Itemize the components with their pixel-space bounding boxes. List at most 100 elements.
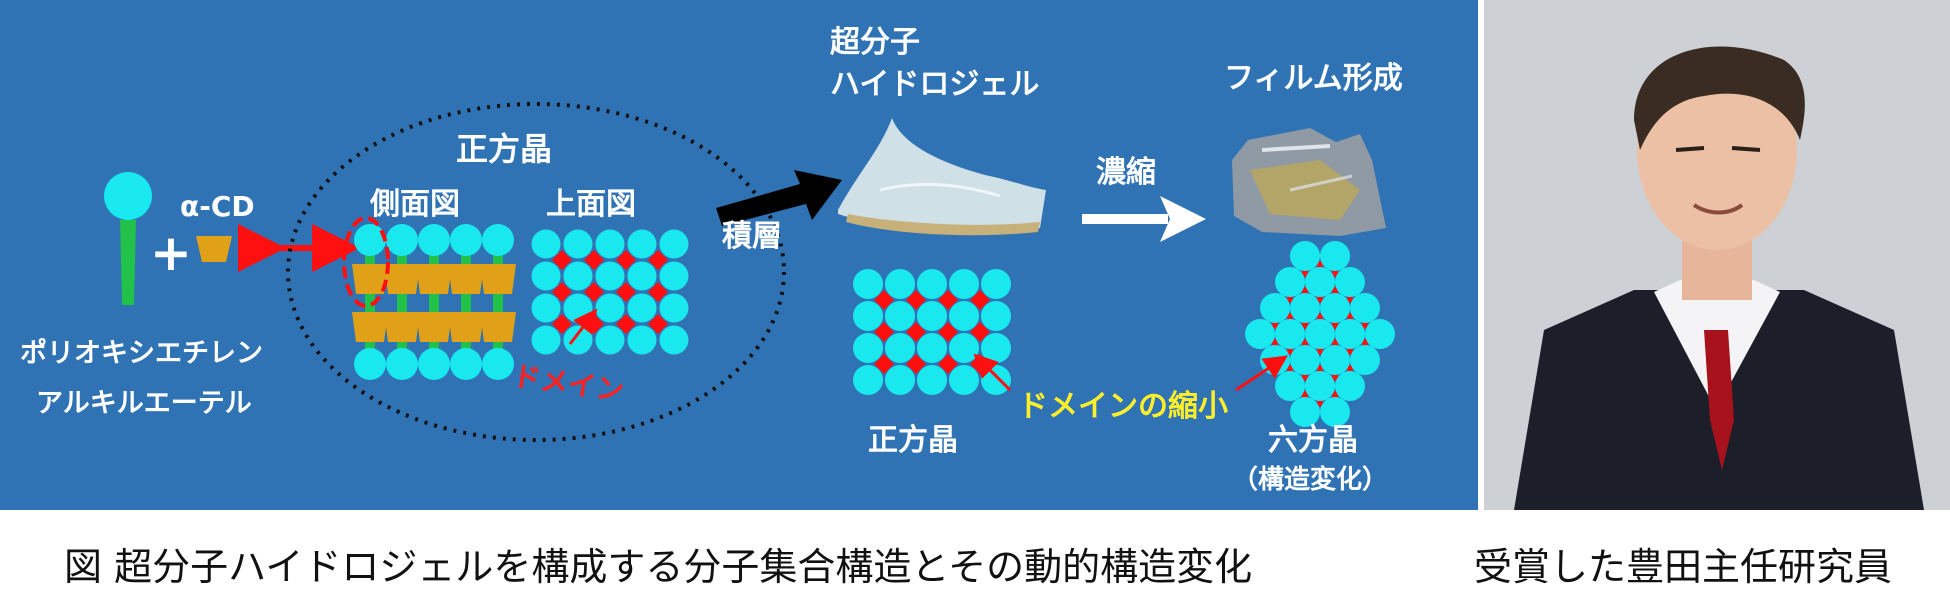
hydrogel-lattice-label: 正方晶 <box>868 423 958 458</box>
bead <box>1245 319 1275 349</box>
shrink-pointer-arrow-left <box>973 353 1012 392</box>
domain-pointer-arrow <box>568 308 598 345</box>
domain-mark <box>552 282 572 302</box>
photo-caption: 受賞した豊田主任研究員 <box>1474 545 1893 589</box>
top-view-lattice <box>531 229 689 355</box>
bead <box>1350 345 1380 375</box>
bead <box>917 333 947 363</box>
bead <box>981 269 1011 299</box>
domain-mark <box>584 282 604 302</box>
bead <box>853 269 883 299</box>
polymer-label-line1: ポリオキシエチレン <box>20 338 263 369</box>
cyclodextrin-icon <box>196 236 232 262</box>
concentrate-arrow-icon <box>1082 196 1206 242</box>
bead <box>531 229 561 259</box>
bead <box>1320 345 1350 375</box>
hydrogel-title-line1: 超分子 <box>830 25 920 60</box>
bead <box>949 269 979 299</box>
portrait-illustration <box>1514 46 1924 510</box>
domain-mark <box>616 250 636 270</box>
bead <box>885 333 915 363</box>
panel-divider <box>1478 0 1484 510</box>
bead <box>1275 267 1305 297</box>
bead <box>949 333 979 363</box>
bead <box>1320 241 1350 271</box>
bead <box>659 229 689 259</box>
domain-shrink-label: ドメインの縮小 <box>1018 389 1228 424</box>
domain-mark <box>616 314 636 334</box>
bead <box>659 325 689 355</box>
bead <box>1305 267 1335 297</box>
bead <box>1290 241 1320 271</box>
bead <box>1275 319 1305 349</box>
bead <box>1260 293 1290 323</box>
shrink-pointer-arrow-right <box>1235 355 1288 392</box>
domain-mark <box>906 290 926 310</box>
hex-lattice-note: （構造変化） <box>1232 464 1388 495</box>
bead <box>853 333 883 363</box>
bead <box>531 293 561 323</box>
bead <box>627 229 657 259</box>
domain-mark <box>648 250 668 270</box>
dotted-group-outline <box>286 102 786 442</box>
bead <box>885 301 915 331</box>
plus-sign: + <box>150 224 192 282</box>
domain-mark <box>874 354 894 374</box>
bead <box>595 261 625 291</box>
film-photo <box>1232 128 1386 236</box>
alpha-cd-label: α-CD <box>180 190 255 223</box>
domain-mark <box>938 354 958 374</box>
domain-mark <box>906 354 926 374</box>
bead <box>1320 293 1350 323</box>
bead <box>531 261 561 291</box>
hex-lattice-label: 六方晶 <box>1268 423 1358 458</box>
hydrogel-lattice <box>853 269 1011 395</box>
domain-mark <box>938 290 958 310</box>
highlight-ring <box>342 216 390 308</box>
bead <box>563 261 593 291</box>
bead <box>917 365 947 395</box>
hexagonal-lattice <box>1245 241 1395 427</box>
bead <box>595 293 625 323</box>
bead <box>981 365 1011 395</box>
hydrogel-title-line2: ハイドロジェル <box>830 67 1039 102</box>
domain-mark <box>970 290 990 310</box>
bead <box>1335 267 1365 297</box>
bead <box>1305 371 1335 401</box>
bead <box>949 365 979 395</box>
bead <box>1275 371 1305 401</box>
bead <box>949 301 979 331</box>
polymer-molecule-icon <box>104 172 152 305</box>
bead <box>563 229 593 259</box>
bead <box>981 333 1011 363</box>
bead <box>1335 371 1365 401</box>
domain-mark <box>648 282 668 302</box>
bead <box>853 365 883 395</box>
domain-mark <box>874 290 894 310</box>
bead <box>595 325 625 355</box>
bead <box>1350 293 1380 323</box>
bead <box>1290 345 1320 375</box>
polymer-label-line2: アルキルエーテル <box>36 388 252 419</box>
bead <box>627 325 657 355</box>
domain-mark <box>938 322 958 342</box>
domain-mark <box>552 250 572 270</box>
group-title: 正方晶 <box>456 130 552 168</box>
bead <box>1335 319 1365 349</box>
bead <box>981 301 1011 331</box>
concentrate-label: 濃縮 <box>1096 155 1156 190</box>
domain-mark <box>584 250 604 270</box>
domain-mark <box>874 322 894 342</box>
bead <box>1365 319 1395 349</box>
figure-caption: 図 超分子ハイドロジェルを構成する分子集合構造とその動的構造変化 <box>64 545 1253 589</box>
bead <box>1290 397 1320 427</box>
bead <box>659 293 689 323</box>
domain-mark <box>906 322 926 342</box>
bead <box>917 301 947 331</box>
domain-mark <box>648 314 668 334</box>
stack-arrow-icon <box>716 170 842 226</box>
domain-mark <box>970 322 990 342</box>
film-title: フィルム形成 <box>1224 61 1403 96</box>
bead <box>531 325 561 355</box>
bead <box>627 261 657 291</box>
